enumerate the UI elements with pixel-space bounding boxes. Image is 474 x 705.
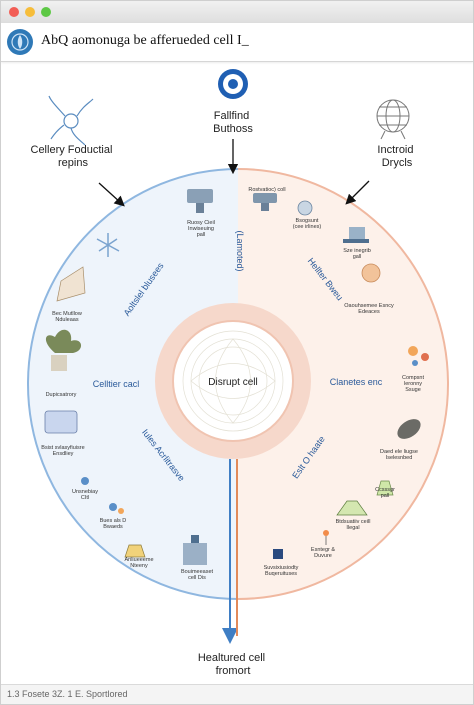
cell-texture [182, 330, 284, 432]
close-window-button[interactable] [9, 7, 19, 17]
molecule-icon [408, 346, 429, 366]
beaker-icon [376, 480, 394, 496]
top-label-line2: Buthoss [213, 123, 253, 135]
neuron-icon [48, 95, 94, 146]
molecule-icon [323, 530, 329, 545]
item-left-3: Dupicsatrory [46, 392, 77, 398]
right-half-fill [238, 169, 448, 599]
sector-right: Clanetes enc [330, 377, 383, 387]
lab-device-icon [56, 266, 86, 302]
sector-left: Celltier cacl [93, 379, 140, 389]
title-bar [1, 1, 473, 24]
brain-icon [361, 263, 381, 283]
flask-icon [124, 544, 146, 558]
left-arrow [98, 182, 125, 207]
protein-icon [187, 189, 213, 213]
center-label: Disrupt cell [208, 377, 257, 388]
right-arrow [345, 180, 370, 205]
globe-lattice-icon [376, 99, 410, 140]
eye-target-icon[interactable] [218, 69, 248, 99]
tree-icon [45, 329, 82, 371]
status-bar: 1.3 Fosete 3Z. 1 E. Sportlored [1, 684, 473, 704]
minimize-window-button[interactable] [25, 7, 35, 17]
lab-device-icon [273, 549, 283, 559]
app-globe-icon[interactable] [7, 29, 33, 55]
core-center [172, 320, 294, 442]
top-label: Fallfind Buthoss [213, 110, 253, 135]
top-label-line1: Fallfind [214, 110, 249, 122]
lab-device-icon [183, 535, 207, 565]
microscope-icon [297, 200, 313, 216]
item-lower-right-3: Esntegr &Duvure [311, 547, 335, 559]
lab-device-icon [343, 227, 369, 243]
process-diagram: Fallfind Buthoss Cellery Foductial repin… [1, 61, 473, 686]
lab-device-icon [44, 410, 78, 434]
molecule-icon [109, 503, 124, 514]
document-header: AbQ aomonuga be afferueded cell I_ [1, 23, 473, 62]
molecule-icon [81, 477, 89, 485]
document-title: AbQ aomonuga be afferueded cell I_ [41, 33, 249, 48]
diagram-canvas: Fallfind Buthoss Cellery Foductial repin… [27, 69, 449, 677]
bottom-label: Healtured cell fromort [198, 652, 268, 677]
left-label: Cellery Foductial repins [31, 144, 116, 169]
dna-icon [96, 233, 120, 257]
flask-icon [336, 500, 368, 516]
status-text: 1.3 Fosete 3Z. 1 E. Sportlored [7, 689, 128, 699]
right-arc [237, 168, 449, 600]
vertical-label: (Lamoted) [235, 230, 245, 271]
item-upper-right-1: Bsogsunt(cee irlines) [293, 218, 322, 230]
protein-icon [253, 193, 277, 211]
item-top-right: Rostvatioc) coll [248, 187, 285, 193]
leaf-icon [397, 419, 421, 439]
right-label: Inctroid Drycls [377, 144, 416, 169]
left-arc [27, 168, 239, 600]
maximize-window-button[interactable] [41, 7, 51, 17]
